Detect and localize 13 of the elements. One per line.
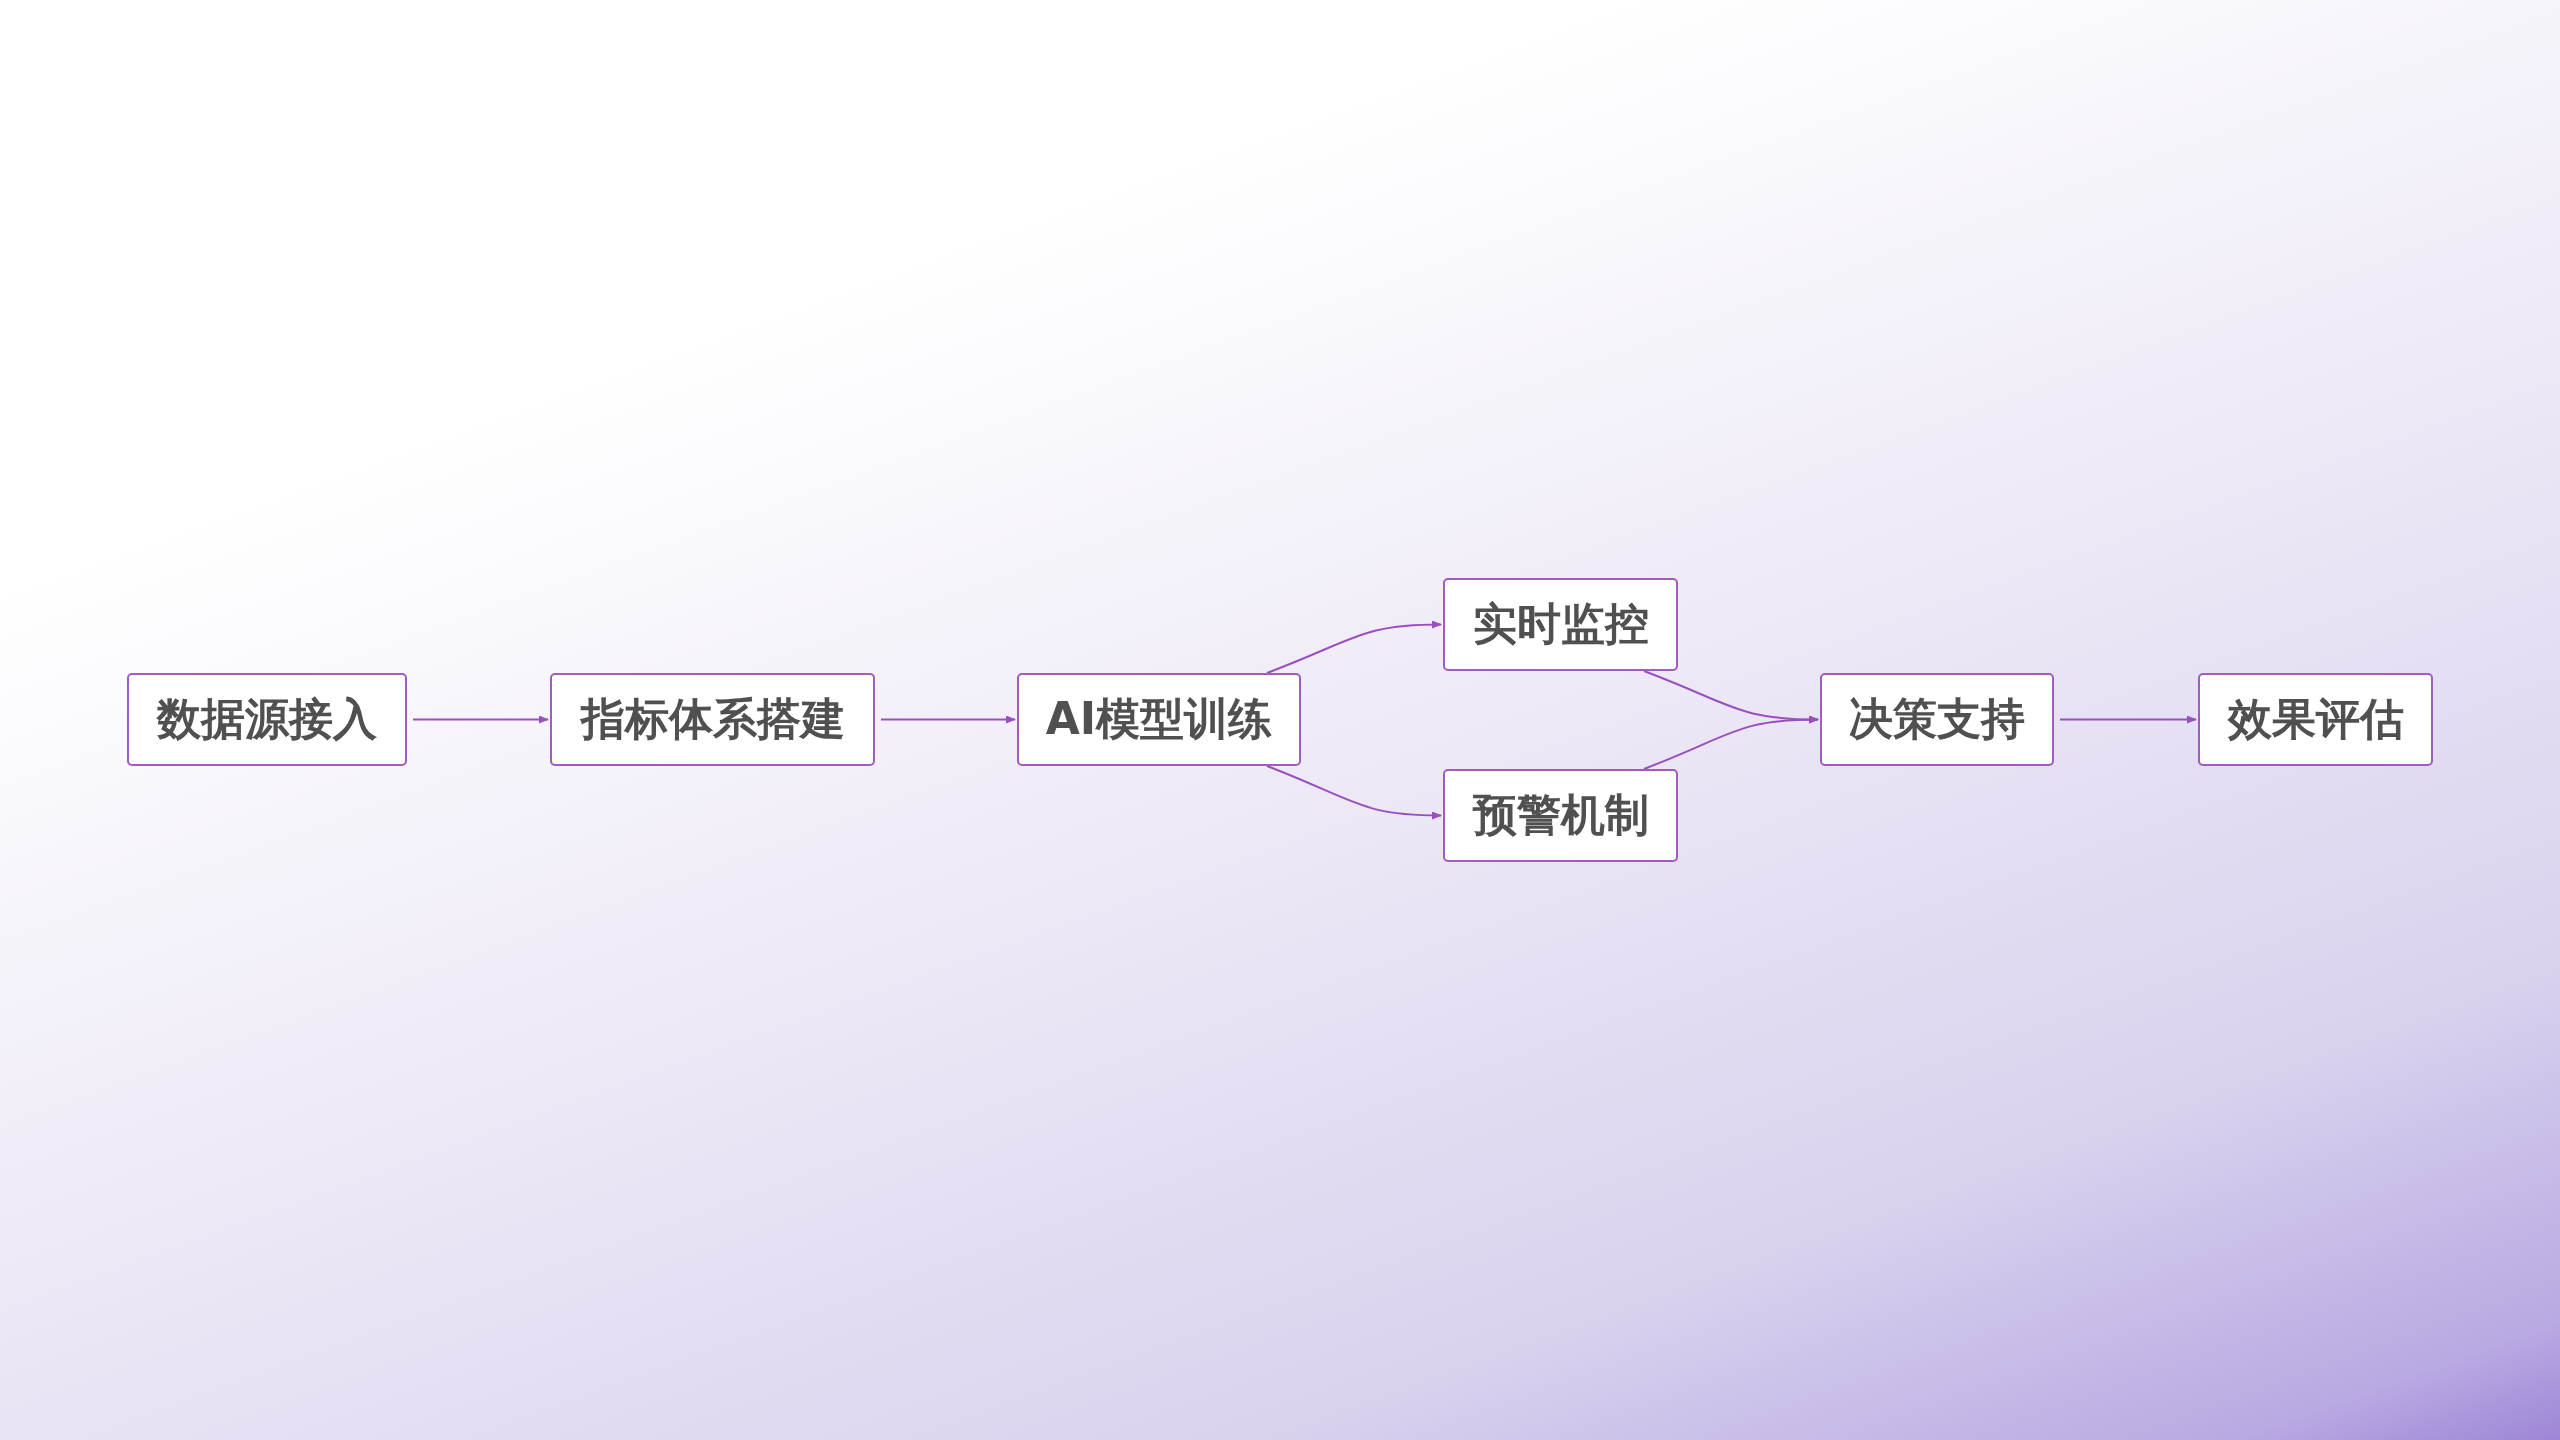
arrow — [1266, 620, 1442, 674]
arrow — [412, 715, 549, 724]
arrow — [1643, 715, 1819, 770]
process-box: 效果评估 — [2198, 673, 2433, 766]
arrow — [880, 715, 1016, 724]
arrow — [1266, 765, 1442, 820]
process-box: AI模型训练 — [1017, 673, 1301, 766]
process-box: 决策支持 — [1820, 673, 2054, 766]
process-box: 数据源接入 — [127, 673, 407, 766]
process-box: 预警机制 — [1443, 769, 1678, 862]
process-box: 实时监控 — [1443, 578, 1678, 671]
process-box: 指标体系搭建 — [550, 673, 875, 766]
arrow — [2059, 715, 2197, 724]
